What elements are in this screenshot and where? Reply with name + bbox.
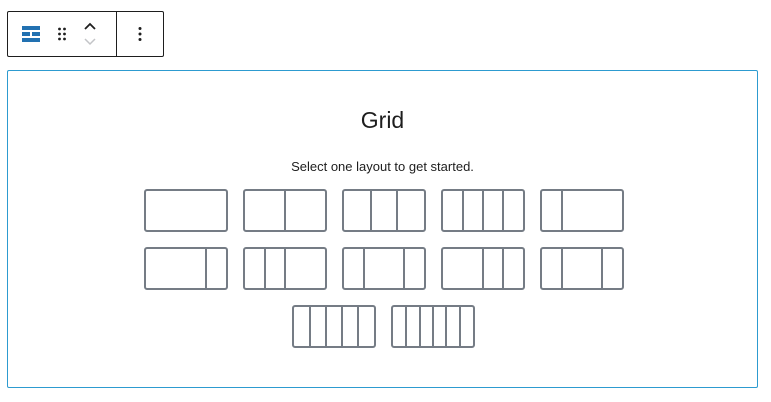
chevron-up-icon — [84, 22, 96, 30]
layout-option[interactable] — [540, 247, 624, 290]
layout-option[interactable] — [441, 189, 525, 232]
layout-option[interactable] — [144, 189, 228, 232]
column-divider — [205, 249, 207, 288]
layout-option[interactable] — [441, 247, 525, 290]
placeholder-instructions: Select one layout to get started. — [291, 159, 474, 174]
grid-block-icon — [22, 26, 40, 42]
column-divider — [396, 191, 398, 230]
column-divider — [419, 307, 421, 346]
column-divider — [363, 249, 365, 288]
block-options-button[interactable] — [120, 12, 160, 56]
toolbar-options-group — [117, 12, 163, 56]
column-divider — [432, 307, 434, 346]
column-divider — [284, 249, 286, 288]
column-divider — [561, 191, 563, 230]
move-down-button[interactable] — [76, 34, 104, 50]
toolbar-separator — [116, 12, 117, 56]
move-up-button[interactable] — [76, 18, 104, 34]
column-divider — [341, 307, 343, 346]
toolbar-main-group — [8, 12, 116, 56]
block-movers — [76, 12, 104, 56]
layout-option[interactable] — [342, 189, 426, 232]
block-type-button[interactable] — [14, 12, 48, 56]
layout-option[interactable] — [342, 247, 426, 290]
column-divider — [601, 249, 603, 288]
column-divider — [370, 191, 372, 230]
layout-options — [8, 71, 759, 389]
column-divider — [482, 191, 484, 230]
grid-block-placeholder: Grid Select one layout to get started. — [7, 70, 758, 388]
layout-option[interactable] — [391, 305, 475, 348]
column-divider — [459, 307, 461, 346]
column-divider — [445, 307, 447, 346]
column-divider — [325, 307, 327, 346]
column-divider — [264, 249, 266, 288]
drag-handle-button[interactable] — [48, 12, 76, 56]
column-divider — [462, 191, 464, 230]
layout-option[interactable] — [243, 189, 327, 232]
layout-option[interactable] — [144, 247, 228, 290]
column-divider — [561, 249, 563, 288]
chevron-down-icon — [84, 38, 96, 46]
more-vertical-icon — [138, 27, 142, 41]
column-divider — [502, 249, 504, 288]
layout-option[interactable] — [292, 305, 376, 348]
column-divider — [357, 307, 359, 346]
drag-handle-icon — [58, 27, 66, 41]
column-divider — [405, 307, 407, 346]
column-divider — [284, 191, 286, 230]
column-divider — [309, 307, 311, 346]
block-toolbar — [7, 11, 164, 57]
column-divider — [403, 249, 405, 288]
layout-option[interactable] — [540, 189, 624, 232]
column-divider — [482, 249, 484, 288]
placeholder-title: Grid — [360, 107, 405, 133]
layout-option[interactable] — [243, 247, 327, 290]
column-divider — [502, 191, 504, 230]
